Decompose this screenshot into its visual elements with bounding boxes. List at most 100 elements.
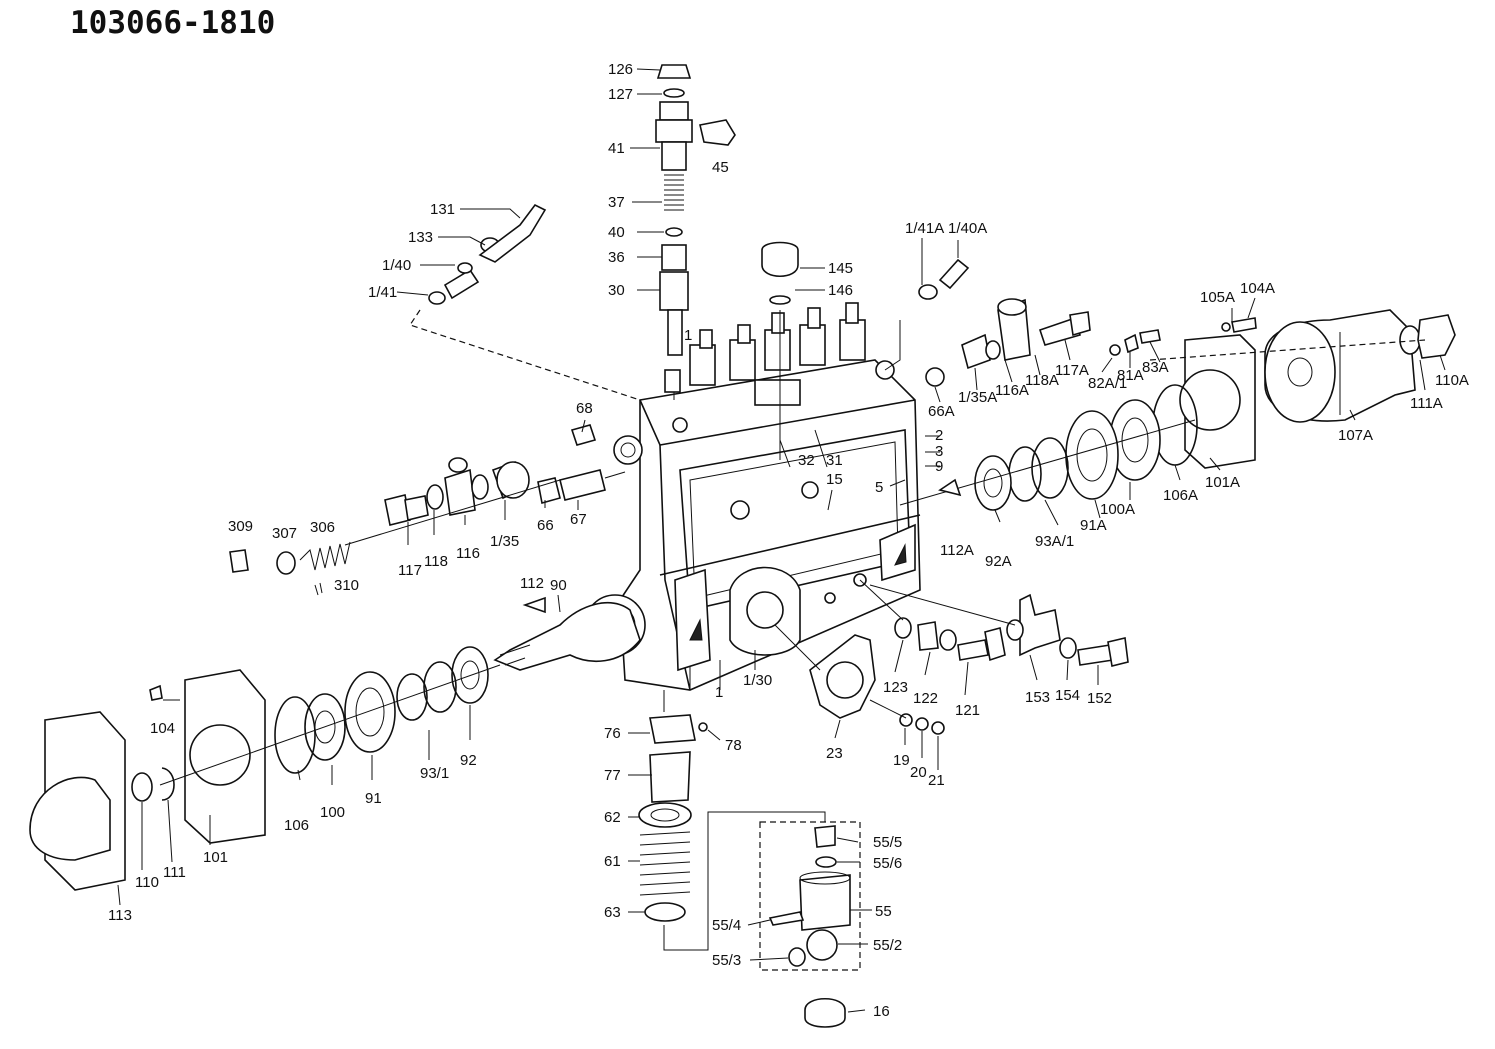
label-55-2: 55/2 <box>873 937 902 954</box>
label-306: 306 <box>310 519 335 536</box>
label-82A1: 82A/1 <box>1088 375 1127 392</box>
label-100: 100 <box>320 804 345 821</box>
label-309: 309 <box>228 518 253 535</box>
label-16: 16 <box>873 1003 890 1020</box>
label-30: 30 <box>608 282 625 299</box>
label-92A: 92A <box>985 553 1012 570</box>
label-78: 78 <box>725 737 742 754</box>
top-vertical-stack <box>655 64 736 400</box>
label-101: 101 <box>203 849 228 866</box>
label-100A: 100A <box>1100 501 1135 518</box>
bracket-153-group <box>869 584 1129 667</box>
label-140A: 1/40A <box>948 220 987 237</box>
label-104A: 104A <box>1240 280 1275 297</box>
label-90: 90 <box>550 577 567 594</box>
drawing-number: 103066-1810 <box>70 5 275 41</box>
label-19: 19 <box>893 752 910 769</box>
label-91: 91 <box>365 790 382 807</box>
label-1-mid: 1 <box>715 684 723 701</box>
label-31: 31 <box>826 452 843 469</box>
label-66A: 66A <box>928 403 955 420</box>
label-55: 55 <box>875 903 892 920</box>
label-2: 2 <box>935 427 943 444</box>
label-41: 41 <box>608 140 625 157</box>
label-154: 154 <box>1055 687 1080 704</box>
label-76: 76 <box>604 725 621 742</box>
label-112: 112 <box>520 575 544 592</box>
label-15: 15 <box>826 471 843 488</box>
label-45: 45 <box>712 159 729 176</box>
label-36: 36 <box>608 249 625 266</box>
left-camshaft-group <box>29 596 641 891</box>
delivery-valve-holders <box>689 302 866 406</box>
label-133: 133 <box>408 229 433 246</box>
label-117: 117 <box>398 562 422 579</box>
label-131: 131 <box>430 201 455 218</box>
label-121: 121 <box>955 702 980 719</box>
right-cover-assembly <box>1149 309 1456 469</box>
label-9: 9 <box>935 458 943 475</box>
label-3: 3 <box>935 443 943 460</box>
label-122: 122 <box>913 690 938 707</box>
label-113: 113 <box>108 907 132 924</box>
label-55-4: 55/4 <box>712 917 741 934</box>
label-77: 77 <box>604 767 621 784</box>
label-1-41: 1/41 <box>368 284 397 301</box>
label-307: 307 <box>272 525 297 542</box>
part-labels: 126 127 41 45 37 40 36 30 1 131 133 1/40… <box>108 61 1469 1020</box>
label-153: 153 <box>1025 689 1050 706</box>
label-93-1: 93/1 <box>420 765 449 782</box>
label-21: 21 <box>928 772 945 789</box>
label-1-30: 1/30 <box>743 672 772 689</box>
label-66: 66 <box>537 517 554 534</box>
label-117A: 117A <box>1055 362 1089 379</box>
cap-145-assembly <box>761 241 799 460</box>
left-upper-fittings <box>409 203 641 401</box>
label-145: 145 <box>828 260 853 277</box>
label-310: 310 <box>334 577 359 594</box>
label-37: 37 <box>608 194 625 211</box>
label-92: 92 <box>460 752 477 769</box>
label-5: 5 <box>875 479 883 496</box>
label-81A: 81A <box>1117 367 1144 384</box>
label-55-6: 55/6 <box>873 855 902 872</box>
label-67: 67 <box>570 511 587 528</box>
label-111: 111 <box>163 864 186 881</box>
label-123: 123 <box>883 679 908 696</box>
label-1-40: 1/40 <box>382 257 411 274</box>
label-127: 127 <box>608 86 633 103</box>
label-126: 126 <box>608 61 633 78</box>
label-32: 32 <box>798 452 815 469</box>
label-105A: 105A <box>1200 289 1235 306</box>
label-118: 118 <box>424 553 448 570</box>
label-1-top: 1 <box>684 327 692 344</box>
label-20: 20 <box>910 764 927 781</box>
label-63: 63 <box>604 904 621 921</box>
label-104: 104 <box>150 720 175 737</box>
label-62: 62 <box>604 809 621 826</box>
label-83A: 83A <box>1142 359 1169 376</box>
part-55-group <box>759 821 861 1028</box>
label-146: 146 <box>828 282 853 299</box>
leader-lines <box>117 68 1446 1013</box>
label-116: 116 <box>456 545 480 562</box>
label-152: 152 <box>1087 690 1112 707</box>
label-112A: 112A <box>940 542 974 559</box>
label-110: 110 <box>135 874 159 891</box>
bottom-plunger-stack <box>638 690 826 951</box>
label-107A: 107A <box>1338 427 1373 444</box>
spring-group-306 <box>229 541 351 596</box>
label-61: 61 <box>604 853 621 870</box>
label-118A: 118A <box>1025 372 1059 389</box>
left-side-fittings <box>344 424 626 546</box>
label-55-3: 55/3 <box>712 952 741 969</box>
label-111A: 111A <box>1410 395 1443 412</box>
label-135A: 1/35A <box>958 389 997 406</box>
label-93A1: 93A/1 <box>1035 533 1074 550</box>
label-68: 68 <box>576 400 593 417</box>
label-141A: 1/41A <box>905 220 944 237</box>
label-55-5: 55/5 <box>873 834 902 851</box>
bolt-121-group <box>859 579 1006 662</box>
label-40: 40 <box>608 224 625 241</box>
